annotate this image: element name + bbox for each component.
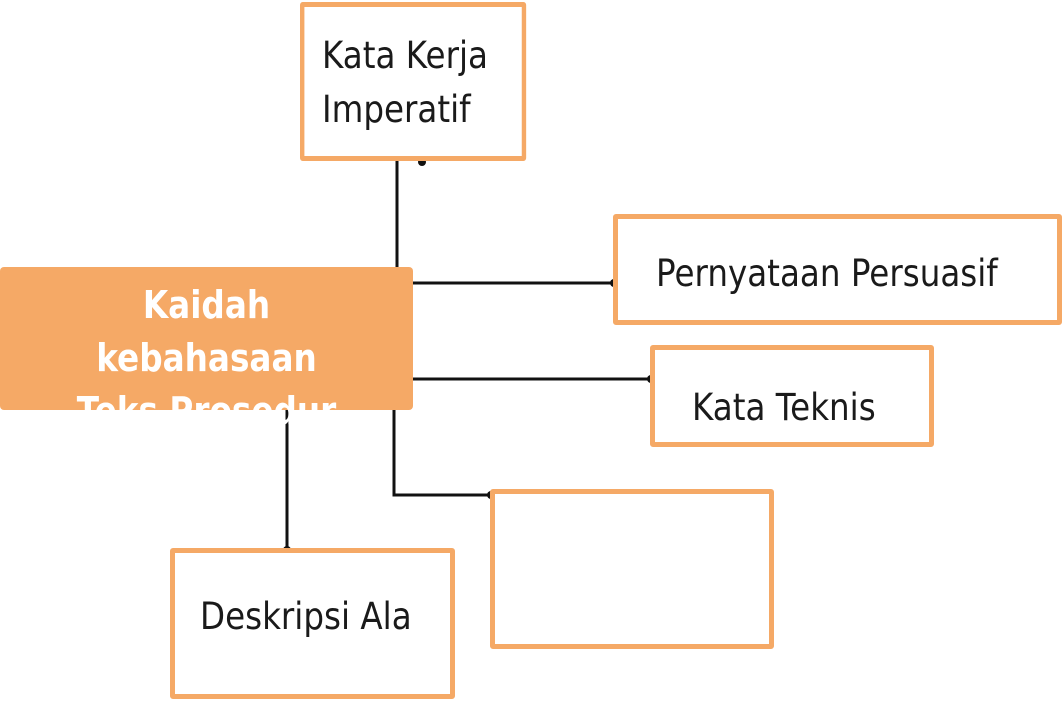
imperative-verb-label: Kata Kerja Imperatif xyxy=(322,34,488,131)
persuasive-statement-box: Pernyataan Persuasif xyxy=(613,214,1062,325)
tool-description-label: Deskripsi Ala xyxy=(200,595,412,638)
empty-box xyxy=(490,489,774,649)
central-topic-box: Kaidah kebahasaan Teks Prosedur xyxy=(0,267,413,433)
technical-word-label: Kata Teknis xyxy=(692,386,876,429)
tool-description-box: Deskripsi Ala xyxy=(170,548,455,699)
connector-to-empty-box xyxy=(392,409,491,497)
imperative-verb-box: Kata Kerja Imperatif xyxy=(300,2,527,161)
central-topic-label: Kaidah kebahasaan Teks Prosedur xyxy=(76,283,337,434)
persuasive-statement-label: Pernyataan Persuasif xyxy=(656,252,998,295)
technical-word-box: Kata Teknis xyxy=(650,345,934,447)
